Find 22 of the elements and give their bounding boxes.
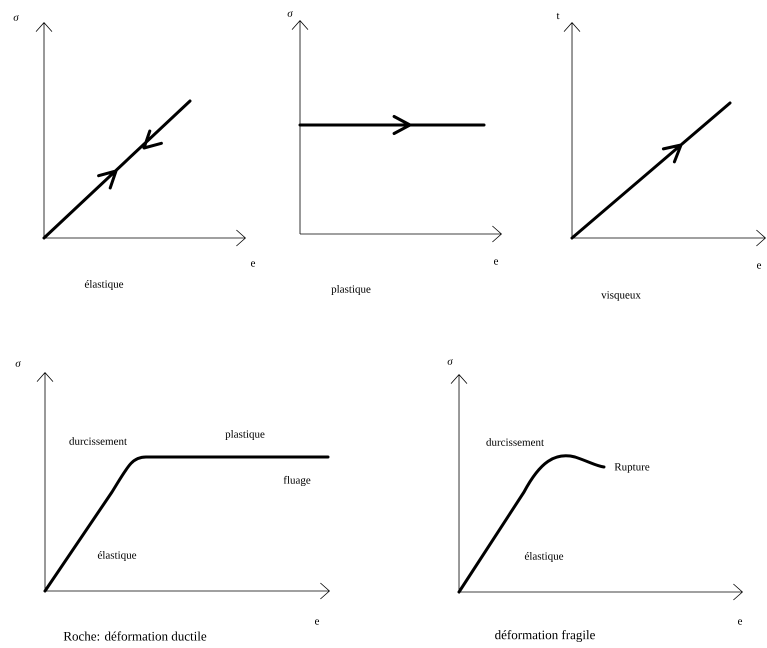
curve-label: plastique xyxy=(225,430,264,440)
panel-caption: Roche: déformation ductile xyxy=(64,631,206,641)
curve-label: élastique xyxy=(98,551,136,561)
axis-label: e xyxy=(738,619,742,625)
curve-label: Rupture xyxy=(614,463,650,473)
axis-label: t xyxy=(556,12,560,20)
curve-label: durcissement xyxy=(486,438,544,446)
curve-label: fluage xyxy=(284,476,310,486)
axis-label: σ xyxy=(16,361,22,367)
axis-label: σ xyxy=(14,15,20,21)
axis-label: e xyxy=(315,619,320,625)
panel-caption: élastique xyxy=(84,280,124,290)
axis-label: σ xyxy=(448,359,454,365)
axis-label: σ xyxy=(288,11,294,17)
curve-label: durcissement xyxy=(69,437,127,445)
axis-label: e xyxy=(251,261,256,267)
panel-caption: visqueux xyxy=(601,291,641,301)
axis-label: e xyxy=(494,259,498,265)
panel-caption: déformation fragile xyxy=(495,630,595,642)
panel-caption: plastique xyxy=(331,285,370,295)
curve-label: élastique xyxy=(524,552,564,562)
axis-label: e xyxy=(757,263,762,269)
